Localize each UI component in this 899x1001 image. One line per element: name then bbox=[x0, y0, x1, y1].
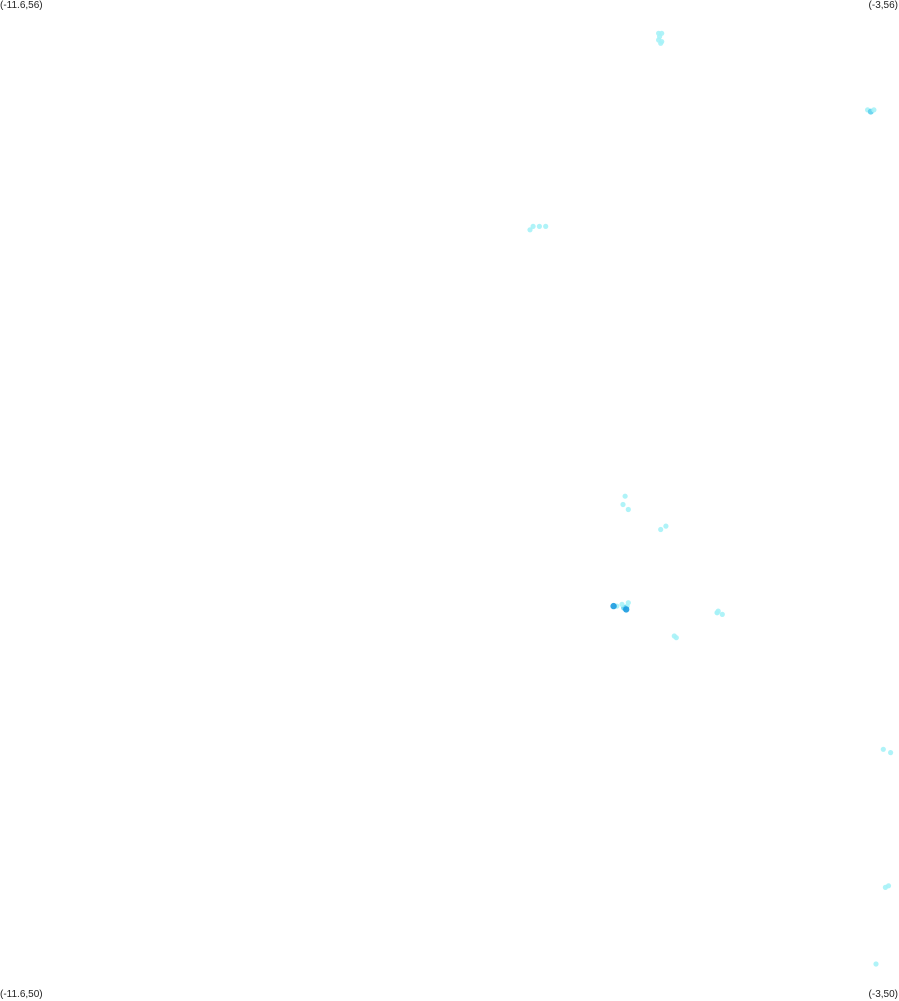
density-point-16 bbox=[658, 526, 664, 533]
density-point-15 bbox=[625, 506, 631, 513]
density-point-11 bbox=[543, 223, 549, 229]
density-point-32 bbox=[888, 750, 894, 756]
density-point-12 bbox=[530, 223, 536, 229]
density-point-30 bbox=[673, 635, 679, 641]
density-point-8 bbox=[871, 107, 877, 113]
density-point-14 bbox=[620, 501, 626, 508]
density-point-35 bbox=[873, 961, 879, 967]
density-point-5 bbox=[658, 40, 664, 46]
corner-label-bottom-right: (-3,50) bbox=[868, 989, 898, 1000]
density-point-13 bbox=[622, 493, 628, 499]
density-point-31 bbox=[880, 746, 886, 752]
density-point-10 bbox=[536, 223, 543, 229]
density-point-9 bbox=[527, 227, 533, 233]
density-point-34 bbox=[885, 883, 892, 889]
density-point-22 bbox=[619, 601, 625, 608]
density-point-17 bbox=[663, 523, 669, 529]
corner-label-top-left: (-11.6,56) bbox=[0, 0, 43, 11]
density-points-layer bbox=[527, 30, 894, 967]
density-point-21 bbox=[623, 606, 630, 613]
density-point-23 bbox=[625, 600, 631, 606]
density-point-24 bbox=[610, 602, 617, 610]
density-point-25 bbox=[719, 611, 725, 618]
corner-label-bottom-left: (-11.6,50) bbox=[0, 989, 43, 1000]
corner-label-top-right: (-3,56) bbox=[868, 0, 898, 11]
density-point-28 bbox=[715, 608, 721, 614]
